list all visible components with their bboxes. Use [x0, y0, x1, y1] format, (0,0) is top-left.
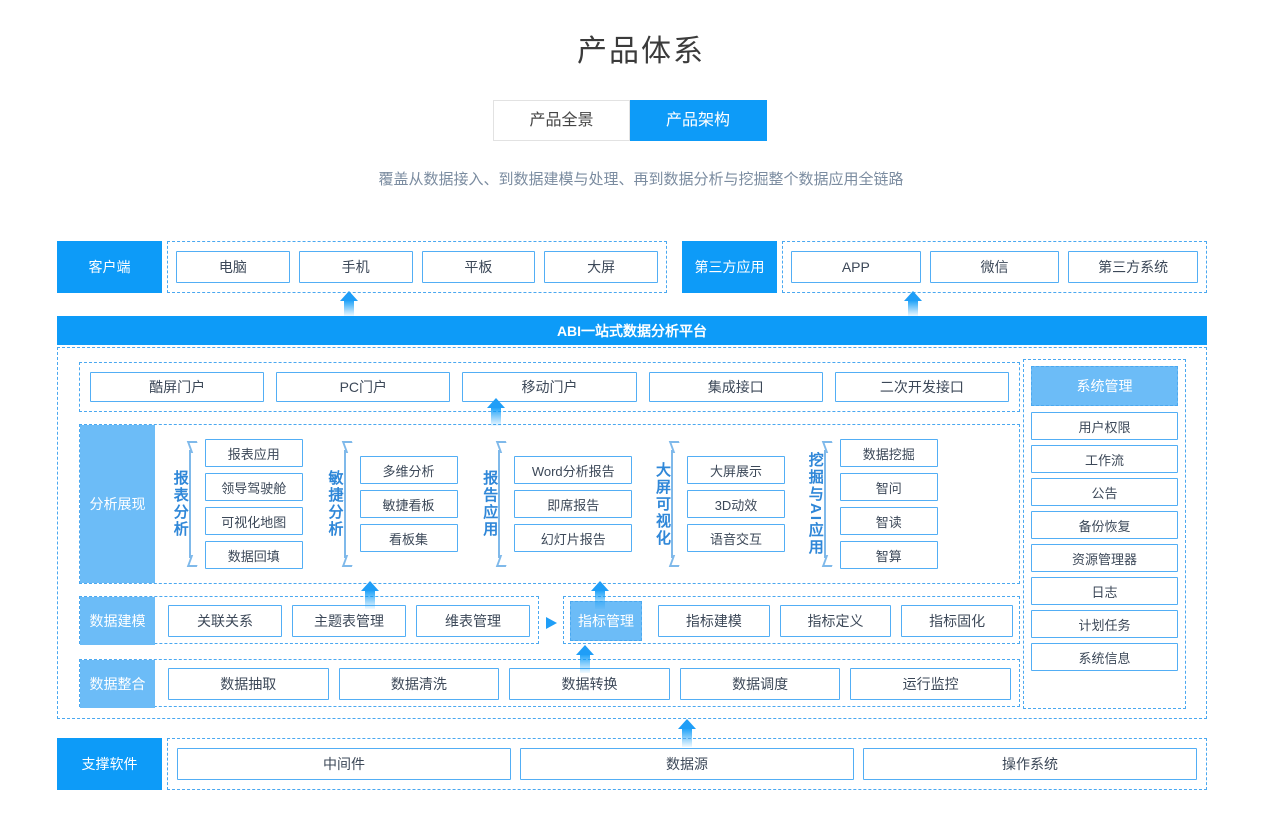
- integration-item-transform[interactable]: 数据转换: [509, 668, 670, 700]
- arrow-up-third-party: [904, 291, 922, 316]
- integration-item-schedule[interactable]: 数据调度: [679, 668, 841, 700]
- modeling-item-dimension-table[interactable]: 维表管理: [416, 605, 530, 637]
- analysis-item-dashboard-set[interactable]: 看板集: [359, 524, 458, 552]
- sysadmin-item-log[interactable]: 日志: [1031, 577, 1178, 605]
- metric-item-definition[interactable]: 指标定义: [779, 605, 892, 637]
- support-item-os[interactable]: 操作系统: [863, 748, 1197, 780]
- client-item-phone[interactable]: 手机: [298, 251, 413, 283]
- third-party-item-app[interactable]: APP: [791, 251, 921, 283]
- clients-row: 客户端 电脑 手机 平板 大屏 第三方应用 APP 微信 第三方系统: [57, 241, 1207, 293]
- analysis-subgroup-report-app: 报告应用 Word分析报告 即席报告 幻灯片报告: [481, 438, 633, 570]
- metric-item-modeling[interactable]: 指标建模: [658, 605, 770, 637]
- analysis-item-leader-cockpit[interactable]: 领导驾驶舱: [204, 473, 303, 501]
- data-modeling-label: 数据建模: [80, 597, 155, 645]
- analysis-item-bigscreen-display[interactable]: 大屏展示: [687, 456, 785, 484]
- page-subtitle: 覆盖从数据接入、到数据建模与处理、再到数据分析与挖掘整个数据应用全链路: [378, 171, 904, 188]
- analysis-item-word-report[interactable]: Word分析报告: [514, 456, 633, 484]
- arrow-up-clients: [340, 291, 358, 316]
- arrow-up-metric-from-integration: [576, 645, 594, 673]
- analysis-item-zhisuan[interactable]: 智算: [839, 541, 938, 569]
- metric-management-group: 指标管理 指标建模 指标定义 指标固化: [563, 596, 1020, 644]
- analysis-display-label: 分析展现: [80, 425, 155, 583]
- brace-icon: [188, 450, 198, 558]
- data-integration-label: 数据整合: [80, 660, 155, 708]
- support-software-row: 支撑软件 中间件 数据源 操作系统: [57, 738, 1207, 790]
- analysis-item-3d-effects[interactable]: 3D动效: [687, 490, 785, 518]
- portal-item-mobile[interactable]: 移动门户: [462, 372, 637, 402]
- analysis-item-adhoc-report[interactable]: 即席报告: [514, 490, 633, 518]
- analysis-item-zhiwen[interactable]: 智问: [839, 473, 938, 501]
- sysadmin-item-user-permission[interactable]: 用户权限: [1031, 412, 1178, 440]
- tab-product-architecture[interactable]: 产品架构: [630, 100, 767, 141]
- sysadmin-item-system-info[interactable]: 系统信息: [1031, 643, 1178, 671]
- arrow-up-portals: [487, 398, 505, 426]
- third-party-group: APP 微信 第三方系统: [782, 241, 1207, 293]
- portal-item-dev-api[interactable]: 二次开发接口: [834, 372, 1010, 402]
- analysis-subgroup-bigscreen: 大屏可视化 大屏展示 3D动效 语音交互: [654, 438, 785, 570]
- portal-item-pc[interactable]: PC门户: [276, 372, 451, 402]
- analysis-item-slide-report[interactable]: 幻灯片报告: [514, 524, 633, 552]
- support-item-middleware[interactable]: 中间件: [177, 748, 511, 780]
- third-party-item-wechat[interactable]: 微信: [929, 251, 1060, 283]
- support-software-label: 支撑软件: [57, 738, 162, 790]
- arrow-up-metrics: [591, 581, 609, 609]
- brace-icon: [671, 450, 680, 558]
- modeling-item-subject-table[interactable]: 主题表管理: [292, 605, 406, 637]
- portal-group: 酷屏门户 PC门户 移动门户 集成接口 二次开发接口: [79, 362, 1020, 412]
- page-title: 产品体系: [577, 35, 705, 68]
- tab-product-overview[interactable]: 产品全景: [493, 100, 630, 141]
- integration-item-extract[interactable]: 数据抽取: [168, 668, 329, 700]
- analysis-item-data-mining[interactable]: 数据挖掘: [839, 439, 938, 467]
- brace-icon: [343, 450, 353, 558]
- third-party-label: 第三方应用: [682, 241, 777, 293]
- arrow-right-to-metrics: [546, 617, 557, 629]
- clients-group: 电脑 手机 平板 大屏: [167, 241, 667, 293]
- client-item-tablet[interactable]: 平板: [421, 251, 536, 283]
- arrow-up-analysis: [361, 581, 379, 609]
- analysis-subgroup-mining-ai-label: 挖掘与AI应用: [806, 452, 824, 556]
- analysis-subgroup-report: 报表分析 报表应用 领导驾驶舱 可视化地图 数据回填: [172, 438, 303, 570]
- sysadmin-item-backup-restore[interactable]: 备份恢复: [1031, 511, 1178, 539]
- platform-banner: ABI一站式数据分析平台: [57, 316, 1207, 345]
- analysis-subgroup-agile-label: 敏捷分析: [326, 470, 344, 538]
- modeling-item-relations[interactable]: 关联关系: [168, 605, 282, 637]
- brace-icon: [823, 450, 833, 558]
- metric-management-label: 指标管理: [570, 601, 642, 641]
- analysis-display-group: 分析展现 报表分析 报表应用 领导驾驶舱 可视化地图 数据回填 敏捷分析: [79, 424, 1020, 584]
- third-party-item-system[interactable]: 第三方系统: [1068, 251, 1199, 283]
- sysadmin-item-announcement[interactable]: 公告: [1031, 478, 1178, 506]
- analysis-item-agile-dashboard[interactable]: 敏捷看板: [359, 490, 458, 518]
- analysis-item-zhidu[interactable]: 智读: [839, 507, 938, 535]
- brace-icon: [498, 450, 507, 558]
- system-management-label: 系统管理: [1031, 366, 1178, 406]
- analysis-item-multidim[interactable]: 多维分析: [359, 456, 458, 484]
- clients-label: 客户端: [57, 241, 162, 293]
- data-modeling-group: 数据建模 关联关系 主题表管理 维表管理: [79, 596, 539, 645]
- platform-body: 酷屏门户 PC门户 移动门户 集成接口 二次开发接口 分析展现 报表分析 报表应…: [57, 347, 1207, 719]
- analysis-subgroup-bigscreen-label: 大屏可视化: [654, 461, 671, 547]
- analysis-item-voice-interaction[interactable]: 语音交互: [687, 524, 785, 552]
- integration-item-clean[interactable]: 数据清洗: [338, 668, 500, 700]
- sysadmin-item-scheduled-task[interactable]: 计划任务: [1031, 610, 1178, 638]
- system-management-group: 系统管理 用户权限 工作流 公告 备份恢复 资源管理器 日志 计划任务 系统信息: [1023, 359, 1186, 709]
- integration-item-monitor[interactable]: 运行监控: [850, 668, 1011, 700]
- sysadmin-item-resource-manager[interactable]: 资源管理器: [1031, 544, 1178, 572]
- analysis-subgroup-report-label: 报表分析: [171, 470, 189, 538]
- client-item-bigscreen[interactable]: 大屏: [544, 251, 658, 283]
- tab-bar: 产品全景 产品架构: [493, 100, 767, 141]
- analysis-item-visual-map[interactable]: 可视化地图: [204, 507, 303, 535]
- support-item-datasource[interactable]: 数据源: [520, 748, 854, 780]
- support-software-group: 中间件 数据源 操作系统: [167, 738, 1207, 790]
- portal-item-cool-screen[interactable]: 酷屏门户: [90, 372, 265, 402]
- analysis-item-data-writeback[interactable]: 数据回填: [204, 541, 303, 569]
- analysis-subgroup-report-app-label: 报告应用: [481, 470, 499, 538]
- analysis-subgroup-mining-ai: 挖掘与AI应用 数据挖掘 智问 智读 智算: [807, 438, 938, 570]
- portal-item-integration-api[interactable]: 集成接口: [648, 372, 823, 402]
- client-item-pc[interactable]: 电脑: [176, 251, 290, 283]
- analysis-item-report-app[interactable]: 报表应用: [204, 439, 303, 467]
- metric-item-solidify[interactable]: 指标固化: [901, 605, 1014, 637]
- data-integration-group: 数据整合 数据抽取 数据清洗 数据转换 数据调度 运行监控: [79, 659, 1020, 708]
- sysadmin-item-workflow[interactable]: 工作流: [1031, 445, 1178, 473]
- analysis-subgroup-agile: 敏捷分析 多维分析 敏捷看板 看板集: [327, 438, 458, 570]
